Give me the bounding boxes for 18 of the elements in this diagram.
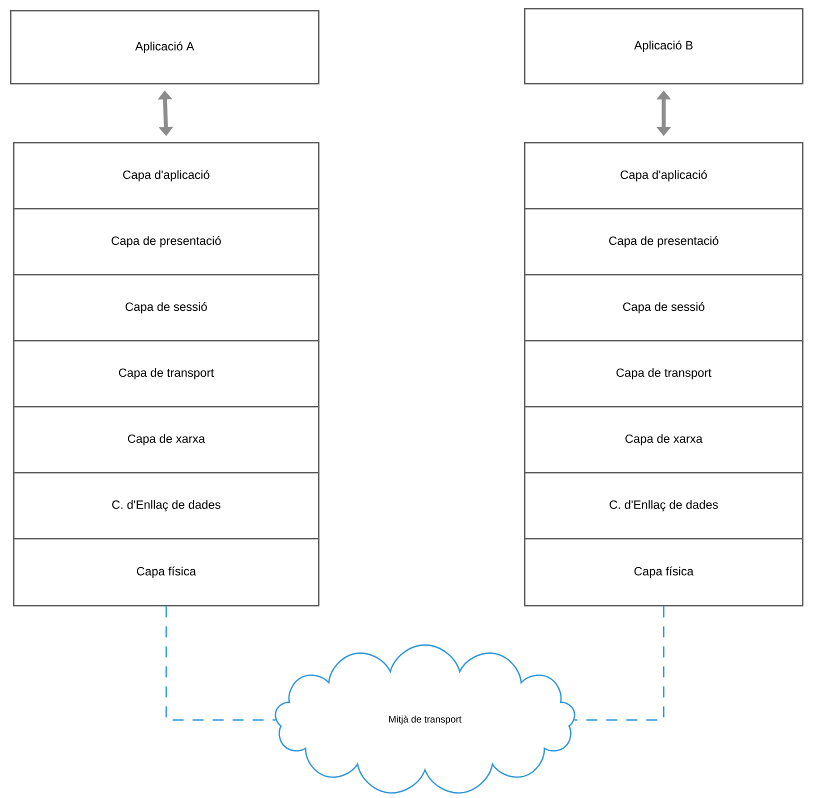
layer-box: Capa física xyxy=(524,538,804,606)
layer-box: Capa física xyxy=(13,538,320,606)
layer-box: Capa de xarxa xyxy=(524,406,804,474)
layer-box: Capa de presentació xyxy=(524,208,804,276)
layer-box: Capa de xarxa xyxy=(13,406,320,474)
layer-box: Capa de sessió xyxy=(524,274,804,342)
dashed-connector xyxy=(574,606,664,721)
layer-box: Capa de transport xyxy=(13,340,320,408)
layer-box: Capa de transport xyxy=(524,340,804,408)
layer-box: Aplicació B xyxy=(524,8,804,84)
layer-box: Capa de sessió xyxy=(13,274,320,342)
layer-box: Capa de presentació xyxy=(13,208,320,276)
layer-box: Capa d'aplicació xyxy=(524,142,804,210)
layer-box: Aplicació A xyxy=(10,10,320,84)
layer-box: C. d'Enllaç de dades xyxy=(13,472,320,540)
layer-box: C. d'Enllaç de dades xyxy=(524,472,804,540)
dashed-connector xyxy=(166,606,276,721)
layer-box: Capa d'aplicació xyxy=(13,142,320,210)
